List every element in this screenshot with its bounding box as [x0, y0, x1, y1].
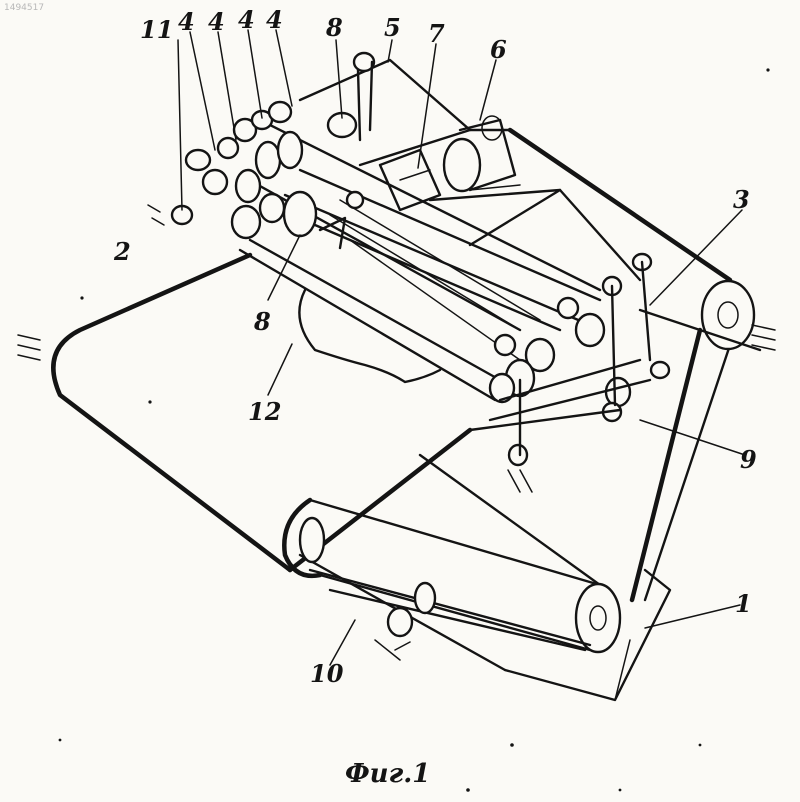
part-labels: 11 4 4 4 4 8 5 7 6 3 2 8 12 9 1 10 — [113, 5, 757, 688]
label-12: 12 — [248, 397, 281, 426]
assembly-9 — [470, 254, 745, 465]
label-11: 11 — [140, 15, 173, 44]
figure-caption: Фиг.1 — [345, 759, 430, 789]
label-9: 9 — [740, 445, 757, 474]
label-2: 2 — [113, 237, 131, 266]
motor-6 — [444, 116, 520, 191]
cable-12 — [299, 290, 440, 382]
label-1: 1 — [735, 589, 752, 618]
label-3: 3 — [733, 185, 750, 214]
watermark-number: 1494517 — [4, 3, 44, 13]
label-6: 6 — [490, 35, 507, 64]
lower-conveyor — [284, 455, 600, 670]
label-8-mid: 8 — [253, 307, 271, 336]
label-7: 7 — [428, 19, 445, 48]
scan-specks — [59, 68, 770, 791]
label-4-c: 4 — [238, 5, 255, 34]
label-10: 10 — [310, 659, 344, 688]
label-8-top: 8 — [325, 13, 343, 42]
roller-3 — [510, 130, 760, 350]
label-4-b: 4 — [208, 7, 225, 36]
label-5: 5 — [384, 13, 401, 42]
label-4-a: 4 — [178, 7, 195, 36]
label-4-d: 4 — [266, 5, 283, 34]
